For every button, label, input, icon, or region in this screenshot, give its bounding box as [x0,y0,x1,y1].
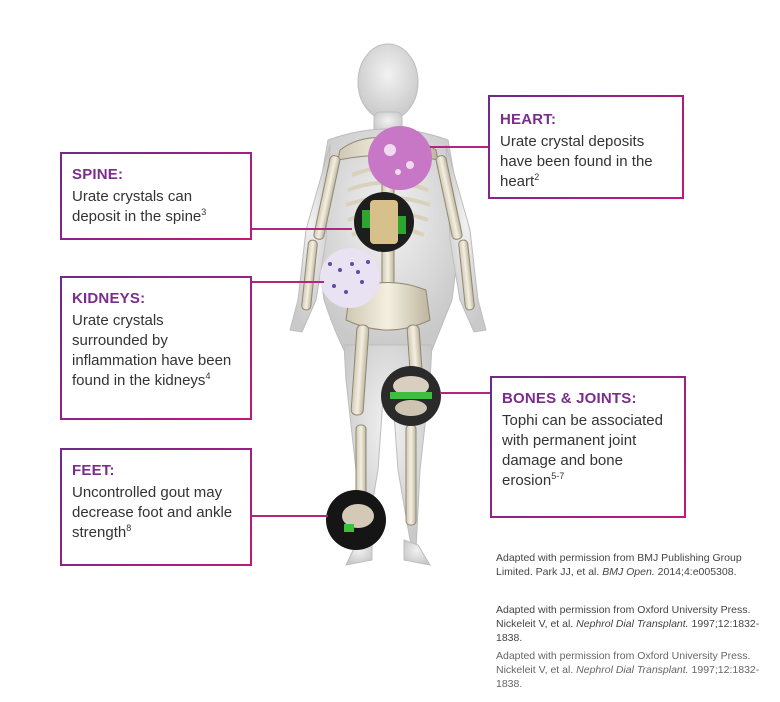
spine-title: SPINE: [72,166,124,183]
heart-tissue-image [368,126,432,190]
credit-1: Adapted with permission from BMJ Publish… [496,552,742,578]
kidneys-callout: KIDNEYS: Urate crystals surrounded by in… [60,276,252,420]
bones-leader-line [440,392,492,394]
feet-title: FEET: [72,462,115,479]
knee-joint-image [381,366,441,426]
kidneys-leader-line [252,281,324,283]
heart-title: HEART: [500,111,557,128]
kidneys-title: KIDNEYS: [72,290,146,307]
spine-callout: SPINE: Urate crystals can deposit in the… [60,152,252,240]
bones-joints-title: BONES & JOINTS: [502,390,637,407]
heart-callout: HEART: Urate crystal deposits have been … [488,95,684,199]
credit-2: Adapted with permission from Oxford Univ… [496,604,760,644]
bones-joints-callout: BONES & JOINTS: Tophi can be associated … [490,376,686,518]
spine-leader-line [252,228,352,230]
feet-callout: FEET: Uncontrolled gout may decrease foo… [60,448,252,566]
heart-leader-line [430,146,488,148]
kidneys-text: Urate crystals surrounded by inflammatio… [72,312,232,389]
kidney-tissue-image [320,248,380,308]
credit-3: Adapted with permission from Oxford Univ… [496,650,760,690]
feet-leader-line [252,515,328,517]
spine-text: Urate crystals can deposit in the spine3 [72,188,207,225]
bones-joints-text: Tophi can be associated with permanent j… [502,412,663,489]
foot-joint-image [326,490,386,550]
heart-text: Urate crystal deposits have been found i… [500,133,653,190]
spine-scan-image [354,192,414,252]
feet-text: Uncontrolled gout may decrease foot and … [72,484,233,541]
